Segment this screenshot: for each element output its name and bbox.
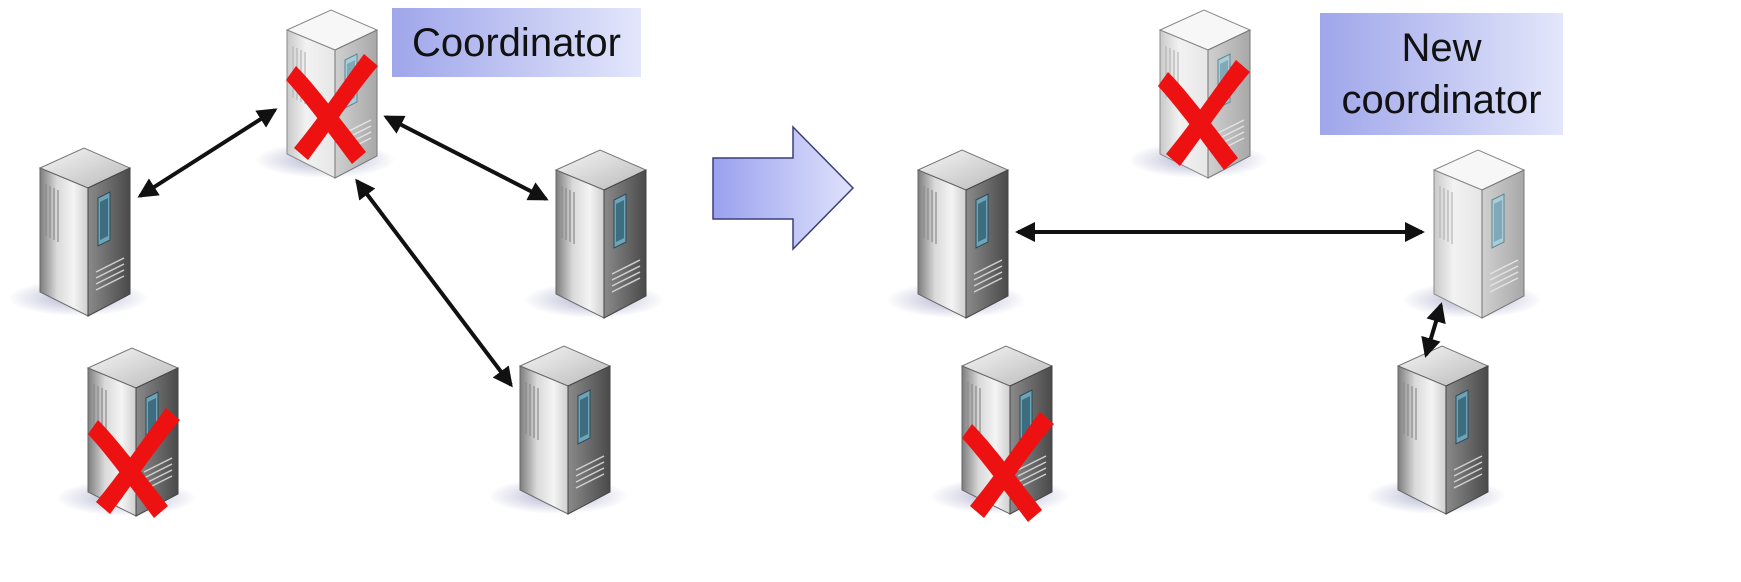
coordinator-label-text: Coordinator [411, 20, 621, 65]
new-coordinator-label: New coordinator [1320, 13, 1563, 135]
server-left-south-east [487, 345, 629, 515]
server-right-new-coordinator [1401, 149, 1543, 319]
link-coordinator-south-east [355, 178, 513, 388]
server-right-west [885, 149, 1027, 319]
link-coordinator-east [383, 115, 549, 201]
new-coordinator-label-text: New coordinator [1341, 26, 1542, 122]
server-left-east [523, 149, 665, 319]
server-left-coordinator [254, 9, 396, 179]
server-right-south-east [1365, 345, 1507, 515]
link-new-coordinator-south-east [1421, 302, 1446, 358]
link-coordinator-west [137, 108, 278, 198]
server-right-old-coordinator [1127, 9, 1269, 179]
coordinator-label: Coordinator [392, 8, 641, 77]
server-left-west [7, 147, 149, 317]
right-arrow-icon [712, 125, 855, 251]
